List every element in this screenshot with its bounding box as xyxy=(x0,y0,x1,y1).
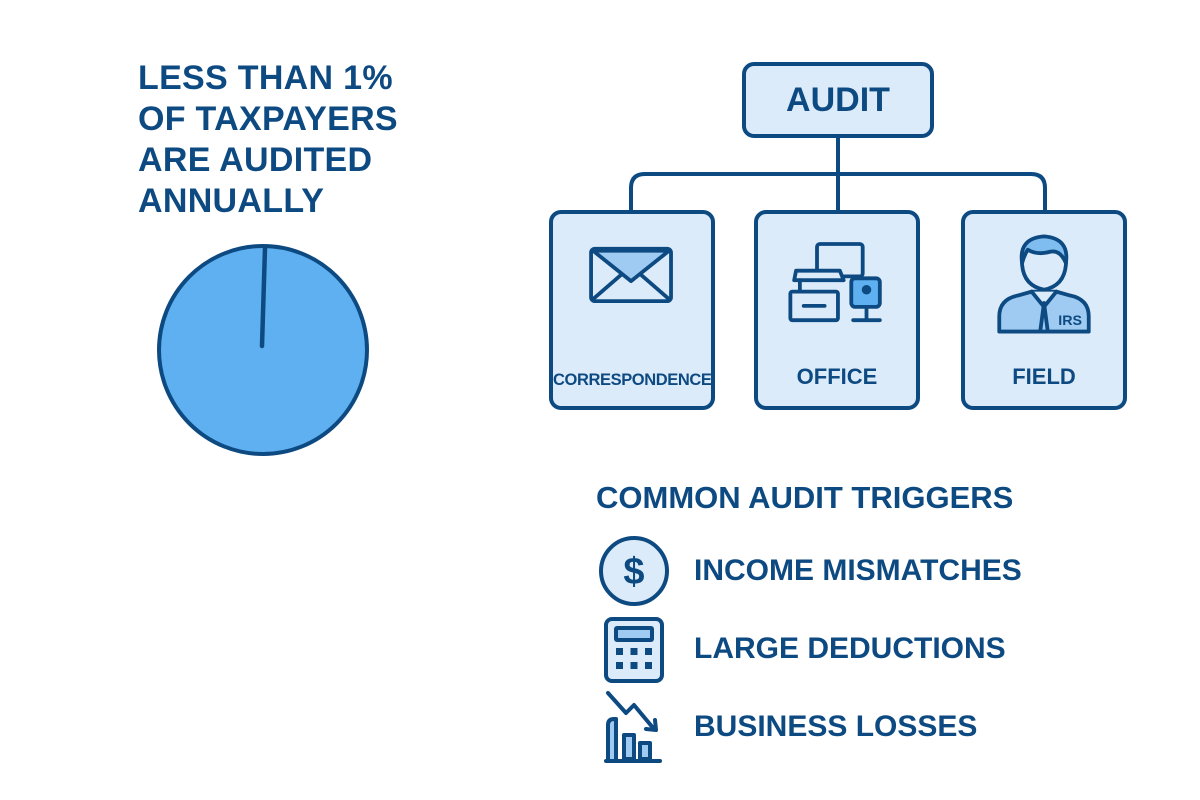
headline-line-4: ANNUALLY xyxy=(138,182,325,220)
office-desk-icon xyxy=(788,242,882,323)
headline-line-3: ARE AUDITED xyxy=(138,141,373,179)
trigger-label: LARGE DEDUCTIONS xyxy=(694,632,1006,665)
svg-text:$: $ xyxy=(623,551,644,593)
declining-chart-icon xyxy=(604,691,662,763)
headline-statistic: LESS THAN 1% OF TAXPAYERS ARE AUDITED AN… xyxy=(138,58,438,222)
dollar-coin-icon: $ xyxy=(599,536,669,606)
trigger-income-mismatches: $ INCOME MISMATCHES xyxy=(596,536,1096,606)
triggers-title: COMMON AUDIT TRIGGERS xyxy=(596,480,1014,515)
field-label: FIELD xyxy=(1012,364,1076,389)
headline-line-1: LESS THAN 1% xyxy=(138,59,393,97)
envelope-icon xyxy=(589,246,673,304)
trigger-business-losses: BUSINESS LOSSES xyxy=(596,691,1096,763)
trigger-label: BUSINESS LOSSES xyxy=(694,710,978,743)
trigger-label: INCOME MISMATCHES xyxy=(694,554,1022,587)
audit-root-label: AUDIT xyxy=(786,80,890,119)
trigger-large-deductions: LARGE DEDUCTIONS xyxy=(596,614,1096,684)
pie-not-audited-slice xyxy=(157,244,369,456)
irs-agent-icon: IRS xyxy=(997,234,1091,334)
calculator-icon xyxy=(604,617,664,683)
audit-type-field-card: IRS FIELD xyxy=(961,210,1127,410)
office-label: OFFICE xyxy=(796,364,878,389)
audit-type-office-card: OFFICE xyxy=(754,210,920,410)
audit-type-correspondence-card: CORRESPONDENCE xyxy=(549,210,715,410)
audit-rate-pie-chart xyxy=(157,244,369,456)
irs-badge-text: IRS xyxy=(1058,313,1082,329)
correspondence-label: CORRESPONDENCE xyxy=(553,371,712,389)
pie-audited-slice-marker xyxy=(259,245,268,349)
headline-line-2: OF TAXPAYERS xyxy=(138,100,398,138)
audit-root-node: AUDIT xyxy=(742,62,934,138)
